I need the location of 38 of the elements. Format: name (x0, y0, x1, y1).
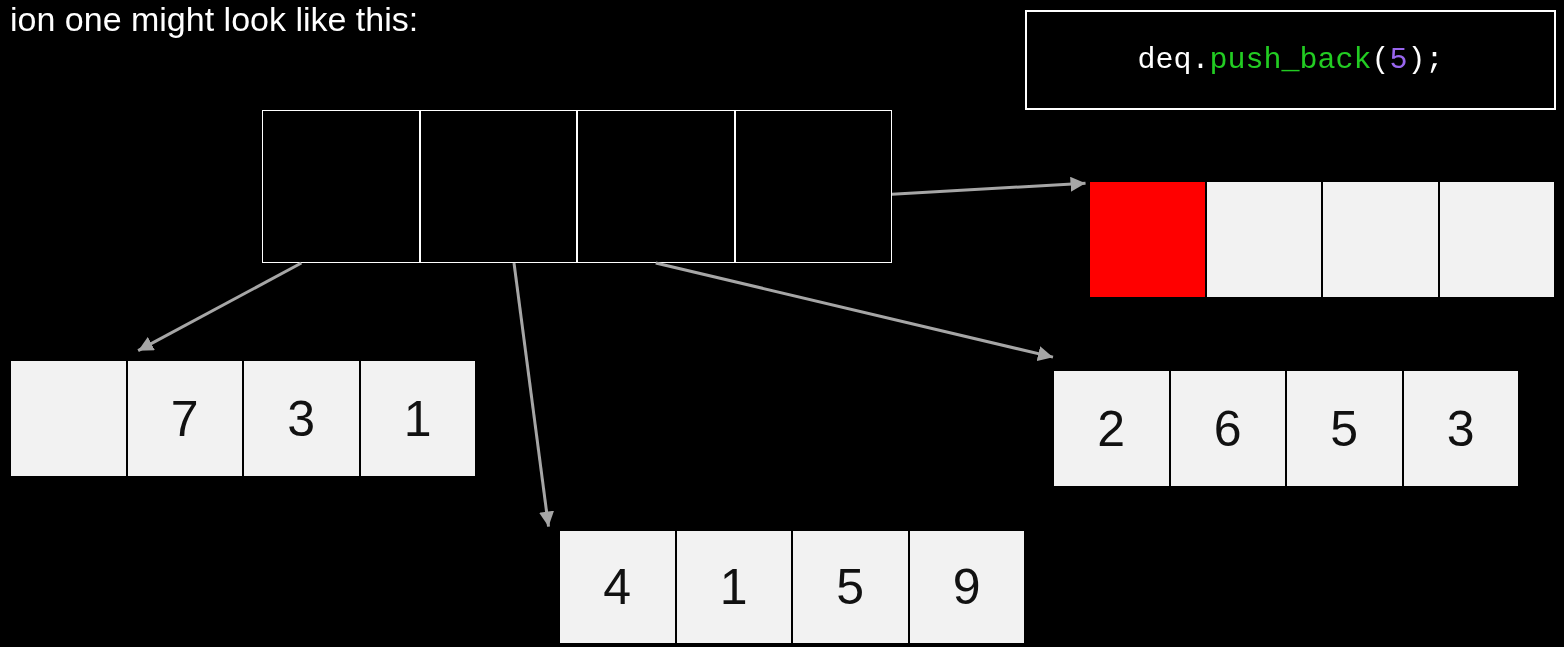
pointer-cell (577, 110, 735, 263)
array-cell (126, 360, 243, 477)
array-cell (1169, 370, 1286, 487)
cell-value: 1 (403, 393, 432, 444)
pointer-cell (734, 110, 892, 263)
array-cell (1089, 181, 1206, 298)
pointer-arrow (137, 261, 303, 352)
array-cell (792, 530, 909, 644)
cell-value: 3 (287, 393, 316, 444)
array-cell (1205, 181, 1322, 298)
pointer-cell (262, 110, 420, 263)
array-cell (10, 360, 127, 477)
array-cell (1286, 370, 1403, 487)
cell-value: 7 (170, 393, 199, 444)
array-cell (243, 360, 360, 477)
array-cell (1438, 181, 1555, 298)
cell-value: 9 (952, 562, 981, 612)
pointer-cell (419, 110, 577, 263)
heading-text: ion one might look like this: (10, 0, 419, 39)
array-cell (359, 360, 476, 477)
code-text: deq.push_back(5); (1137, 43, 1444, 77)
pointer-arrow (512, 262, 554, 527)
array-cell (1053, 370, 1170, 487)
array-cell (908, 530, 1025, 644)
pointer-arrow (655, 261, 1054, 361)
array-cell (675, 530, 792, 644)
cell-value: 6 (1213, 403, 1242, 454)
array-cell (1322, 181, 1439, 298)
cell-value: 5 (1330, 403, 1359, 454)
array-cell (559, 530, 676, 644)
cell-value: 3 (1446, 403, 1475, 454)
cell-value: 5 (836, 562, 865, 612)
cell-value: 2 (1097, 403, 1126, 454)
cell-value: 1 (719, 562, 748, 612)
cell-value: 4 (603, 562, 632, 612)
array-cell (1402, 370, 1519, 487)
pointer-arrow (891, 176, 1086, 196)
code-box (1025, 10, 1556, 110)
